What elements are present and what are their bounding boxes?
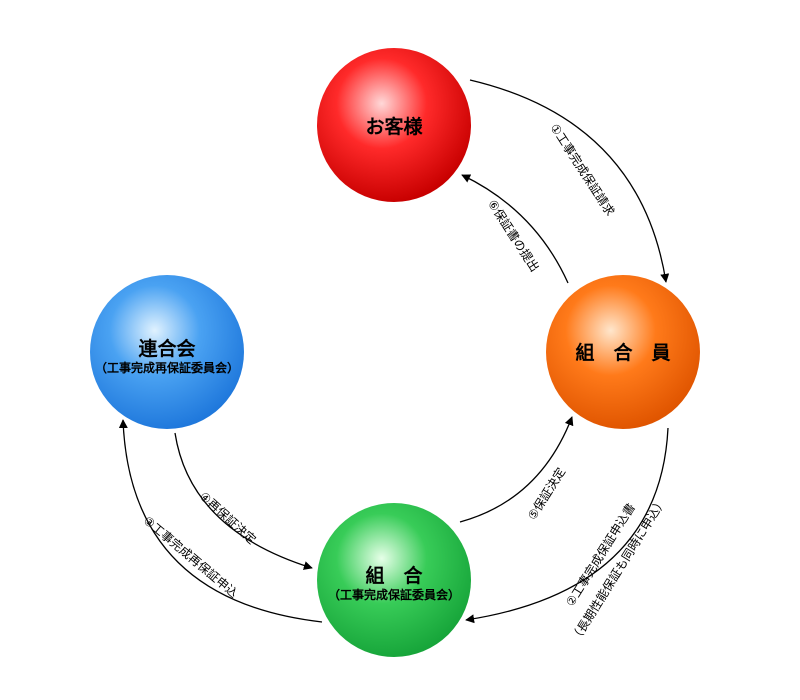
arrow-member-to-customer — [461, 174, 569, 284]
arrow-member-to-union — [465, 427, 669, 624]
edge-label-1: ①工事完成保証請求 — [547, 121, 618, 219]
node-customer: お客様 — [317, 48, 471, 202]
edge-label-5: ⑤保証決定 — [524, 465, 568, 523]
node-customer-title: お客様 — [365, 115, 423, 138]
arrow-union-to-federation — [118, 419, 323, 623]
node-federation: 連合会 （工事完成再保証委員会） — [90, 275, 244, 429]
node-member-title: 組 合 員 — [575, 341, 670, 364]
arrow-union-to-member — [459, 416, 574, 523]
arrow-customer-to-member — [469, 79, 670, 283]
node-union: 組 合 （工事完成保証委員会） — [317, 503, 471, 657]
node-union-title: 組 合 — [365, 564, 423, 587]
arrow-federation-to-union — [174, 432, 313, 570]
node-member: 組 合 員 — [546, 275, 700, 429]
node-federation-title: 連合会 — [138, 337, 195, 360]
edge-label-4: ④再保証決定 — [197, 488, 260, 546]
node-federation-subtitle: （工事完成再保証委員会） — [95, 360, 239, 375]
node-union-subtitle: （工事完成保証委員会） — [328, 587, 460, 602]
